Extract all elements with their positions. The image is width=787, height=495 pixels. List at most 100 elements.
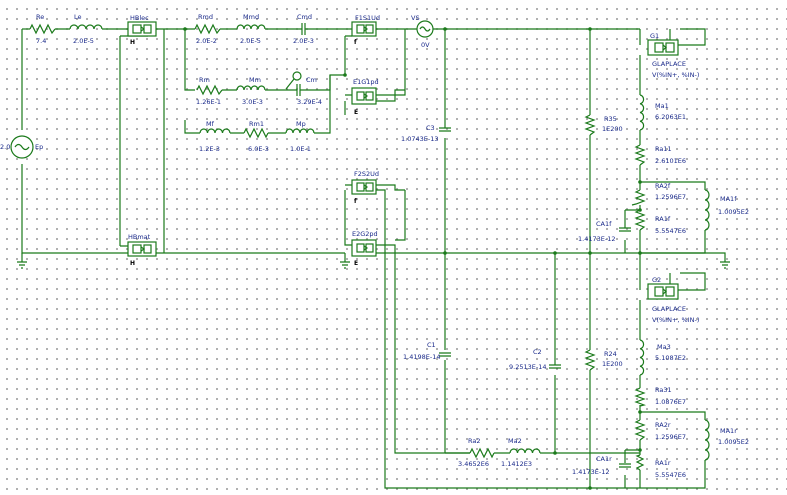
resistor-ra1r[interactable]: RA1r 5.5547E6 [635,454,686,479]
hbmat-pin: H [130,260,135,267]
capacitor-c3[interactable]: C3 1.0743E-13 [401,124,451,143]
block-hblec[interactable]: HBlec H [127,14,157,46]
ma1r-label: MA1r [720,427,737,435]
ma3-value: 5.1087E2 [655,354,686,362]
rm-value: 1.26E-1 [196,98,221,106]
capacitor-c2[interactable]: C2 9.2513E-14 [509,348,561,371]
inductor-mp[interactable]: Mp 1.0E-1 [285,120,315,153]
block-g2[interactable]: G2 GLAPLACE V(%IN+, %IN-) [647,276,699,324]
e2g2pd-label: E2G2pd [352,230,378,238]
ground-symbols [17,253,730,269]
resistor-rm[interactable]: Rm 1.26E-1 [196,76,223,106]
inductor-mm[interactable]: Mm 3.0E-3 [236,76,266,106]
ca1f-label: CA1f [596,220,612,228]
cm-label: Cm [306,76,317,84]
capacitor-cmd[interactable]: Cmd 2.0E-3 [290,13,316,45]
inductor-ma2[interactable]: Ma2 1.1412E3 [501,437,541,468]
ca1r-label: CA1r [596,455,612,463]
ma1f-label: MA1f [720,195,737,203]
probe-marker[interactable] [285,71,302,90]
block-f2s2ud[interactable]: F2S2Ud f [351,170,379,205]
f1s1ud-label: F1S1Ud [355,14,380,22]
ma1r-value: 1.0095E2 [718,438,749,446]
ra1f-value: 5.5547E6 [655,227,686,235]
resistor-rmd[interactable]: Rmd 2.0E-2 [194,13,221,45]
resistor-ra2f[interactable]: RA2f 1.2596E7 [631,182,686,206]
cmd-value: 2.0E-3 [293,37,314,45]
capacitor-cm[interactable]: Cm 3.29E-4 [285,76,322,106]
capacitor-c1[interactable]: C1 1.4198E-14 [403,341,451,361]
ra2-value: 3.4652E6 [458,460,489,468]
source-ep-label: Ep [35,143,43,151]
ra11-label: Ra11 [655,145,672,153]
block-e1g1pd[interactable]: E1G1pd E [351,78,379,116]
resistor-ra1f[interactable]: RA1f 5.5547E6 [634,209,686,235]
cmd-label: Cmd [297,13,312,21]
hblec-label: HBlec [130,14,149,22]
block-e2g2pd[interactable]: E2G2pd E [351,230,378,267]
inductor-mf[interactable]: Mf 1.2E-3 [199,120,231,153]
g2-type: GLAPLACE [652,305,686,313]
mm-label: Mm [249,76,261,84]
hblec-pin: H [130,39,135,46]
mp-label: Mp [296,120,306,128]
source-vs[interactable]: VS 0V [411,14,434,49]
c1-label: C1 [427,341,436,349]
source-ep-value: 2.0 [0,143,10,151]
g1-label: G1 [650,32,659,40]
resistor-re[interactable]: Re 7.4 [29,13,56,45]
le-value: 2.0E-5 [73,37,94,45]
e1g1pd-pin: E [354,109,358,116]
resistor-rm1[interactable]: Rm1 6.0E-3 [243,120,269,153]
capacitor-ca1r[interactable]: CA1r 1.4173E-12 [572,455,631,476]
ma1-label: Ma1 [655,102,669,110]
hbmat-label: HBmat [128,233,151,241]
block-hbmat[interactable]: HBmat H [127,233,157,267]
f1s1ud-pin: f [354,39,357,46]
r24-label: R24 [604,350,617,358]
rm1-label: Rm1 [249,120,264,128]
resistor-ra31[interactable]: Ra31 1.0876E7 [634,386,686,407]
block-g1[interactable]: G1 GLAPLACE V(%IN+, %IN-) [647,32,699,79]
inductor-ma1f[interactable]: MA1f 1.0095E2 [704,189,749,231]
r35-value: 1E200 [602,125,623,133]
inductor-mmd[interactable]: Mmd 2.0E-5 [236,13,266,45]
ma1-value: 6.2063E1 [655,113,686,121]
ra31-value: 1.0876E7 [655,398,686,406]
wires [21,28,726,489]
e1g1pd-label: E1G1pd [353,78,379,86]
inductor-ma1[interactable]: Ma1 6.2063E1 [639,94,686,131]
mmd-value: 2.0E-5 [240,37,261,45]
re-label: Re [36,13,44,21]
ma1f-value: 1.0095E2 [718,208,749,216]
resistor-ra2r[interactable]: RA2r 1.2596E7 [634,419,686,441]
rm1-value: 6.0E-3 [248,145,269,153]
ca1f-value: 1.4173E-12 [578,235,615,243]
resistor-ra2[interactable]: Ra2 3.4652E6 [458,437,495,468]
ra2r-label: RA2r [655,421,671,429]
resistor-ra11[interactable]: Ra11 2.6101E6 [634,144,686,166]
inductor-ma1r[interactable]: MA1r 1.0095E2 [704,419,749,461]
c3-value: 1.0743E-13 [401,135,438,143]
source-vs-label: VS [411,14,420,22]
inductor-ma3[interactable]: Ma3 5.1087E2 [639,339,686,376]
capacitor-ca1f[interactable]: CA1f 1.4173E-12 [578,220,631,243]
le-label: Le [74,13,82,21]
c2-value: 9.2513E-14 [509,363,546,371]
mmd-label: Mmd [243,13,259,21]
ra1r-label: RA1r [655,459,671,467]
inductor-le[interactable]: Le 2.0E-5 [69,13,103,45]
ra31-label: Ra31 [655,386,672,394]
resistor-r35[interactable]: R35 1E200 [584,114,623,136]
e2g2pd-pin: E [354,260,358,267]
mp-value: 1.0E-1 [290,145,311,153]
source-ep[interactable]: 2.0 Ep [0,135,43,159]
cm-value: 3.29E-4 [297,98,322,106]
c1-value: 1.4198E-14 [403,353,440,361]
ra1r-value: 5.5547E6 [655,471,686,479]
resistor-r24[interactable]: R24 1E200 [584,349,623,371]
f2s2ud-pin: f [354,198,357,205]
block-f1s1ud[interactable]: F1S1Ud f [351,14,380,46]
